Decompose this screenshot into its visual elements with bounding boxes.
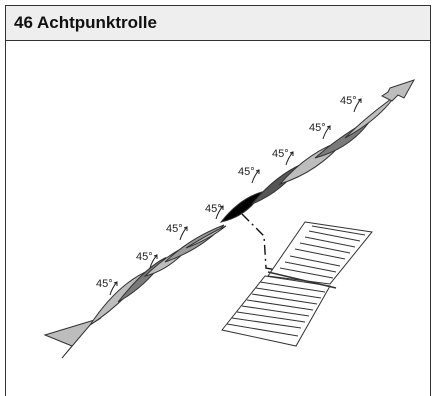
angle-label-8-text: 45° (340, 95, 357, 107)
wing-spar (267, 271, 337, 289)
angle-label-2: 45° (136, 251, 158, 269)
angle-label-7-text: 45° (309, 122, 326, 134)
roll-segment-6 (219, 191, 264, 223)
angle-label-6: 45° (272, 148, 294, 166)
wing-upper (267, 221, 373, 285)
figure-title: 46 Achtpunktrolle (14, 13, 157, 32)
title-bar: 46 Achtpunktrolle (6, 6, 430, 41)
angle-label-2-text: 45° (136, 251, 153, 263)
roll-segment-5 (185, 225, 227, 249)
figure-card: 46 Achtpunktrolle (5, 5, 431, 396)
projection-line (241, 213, 287, 273)
angle-label-1-text: 45° (96, 278, 113, 290)
angle-label-6-text: 45° (272, 148, 289, 160)
tail-shape (43, 317, 102, 359)
angle-label-5: 45° (238, 166, 260, 184)
direction-arrowhead (381, 79, 416, 102)
angle-label-3: 45° (166, 223, 188, 241)
angle-label-1: 45° (96, 278, 118, 296)
wing-illustration (221, 221, 373, 347)
roll-segments (89, 95, 396, 326)
angle-label-7: 45° (309, 122, 331, 140)
angle-label-4: 45° (205, 203, 224, 220)
angle-label-4-text: 45° (205, 203, 222, 215)
angle-label-5-text: 45° (238, 166, 255, 178)
angle-label-3-text: 45° (166, 223, 183, 235)
angle-label-8: 45° (340, 95, 362, 113)
